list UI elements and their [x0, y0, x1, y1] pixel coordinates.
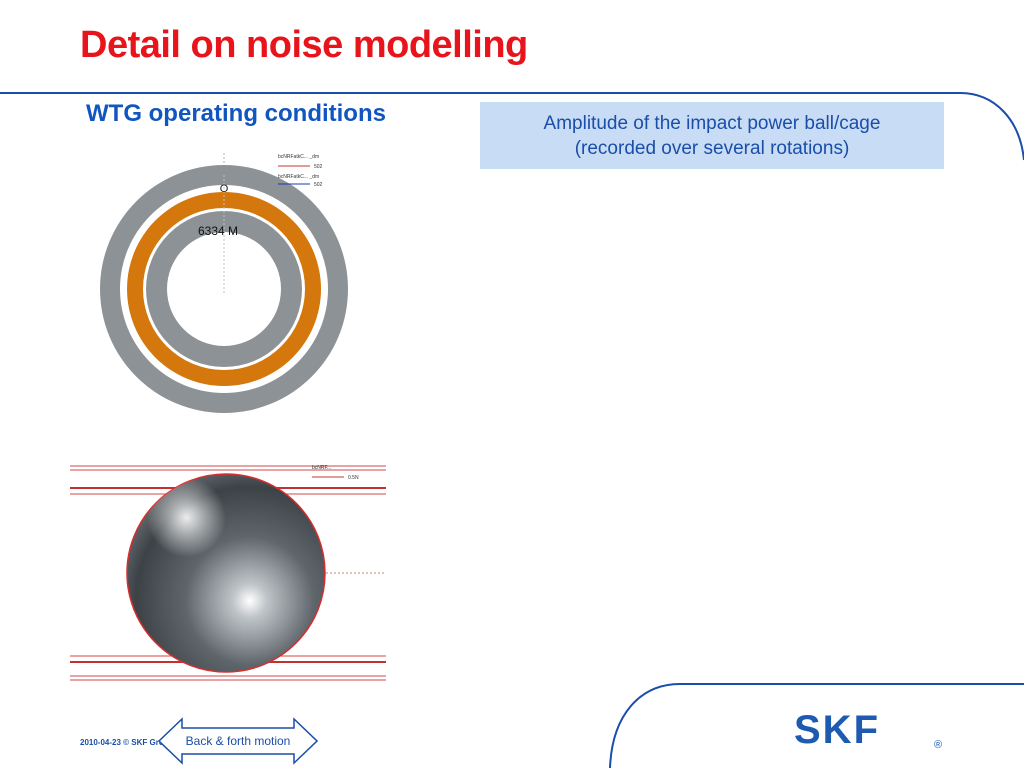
svg-text:0.5N: 0.5N [348, 475, 359, 481]
bearing-legend: bcNRFatkC... _dm 502 bcNRFatkC... _dm 50… [278, 154, 323, 188]
svg-text:bcNRFatkC... _dm: bcNRFatkC... _dm [278, 154, 319, 160]
bearing-marker-text: O [220, 183, 229, 195]
svg-text:bcNRFatkC... _dm: bcNRFatkC... _dm [278, 174, 319, 180]
callout-line-1: Amplitude of the impact power ball/cage [543, 112, 881, 134]
back-and-forth-motion-button[interactable]: Back & forth motion [185, 734, 291, 748]
callout-line-2: (recorded over several rotations) [574, 137, 850, 159]
footer-date-copyright: 2010-04-23 © SKF Grou [80, 738, 169, 747]
slide-title: Detail on noise modelling [80, 24, 528, 66]
motion-arrow-shape[interactable] [158, 717, 318, 765]
ball-in-cage-image: bcNRF... 0.5N [70, 465, 386, 681]
svg-text:®: ® [934, 739, 942, 751]
bearing-cross-section-image: O 6334 M bcNRFatkC... _dm 502 bcNRFatkC.… [100, 153, 348, 413]
ball-legend: bcNRF... 0.5N [312, 465, 359, 481]
svg-text:502: 502 [314, 182, 323, 188]
bearing-label-text: 6334 M [198, 224, 238, 238]
svg-text:SKF: SKF [794, 708, 880, 752]
svg-text:bcNRF...: bcNRF... [312, 465, 331, 471]
callout-box: Amplitude of the impact power ball/cage … [480, 102, 944, 169]
skf-logo: SKF ® [794, 708, 942, 752]
section-subtitle: WTG operating conditions [86, 100, 386, 127]
svg-text:502: 502 [314, 164, 323, 170]
